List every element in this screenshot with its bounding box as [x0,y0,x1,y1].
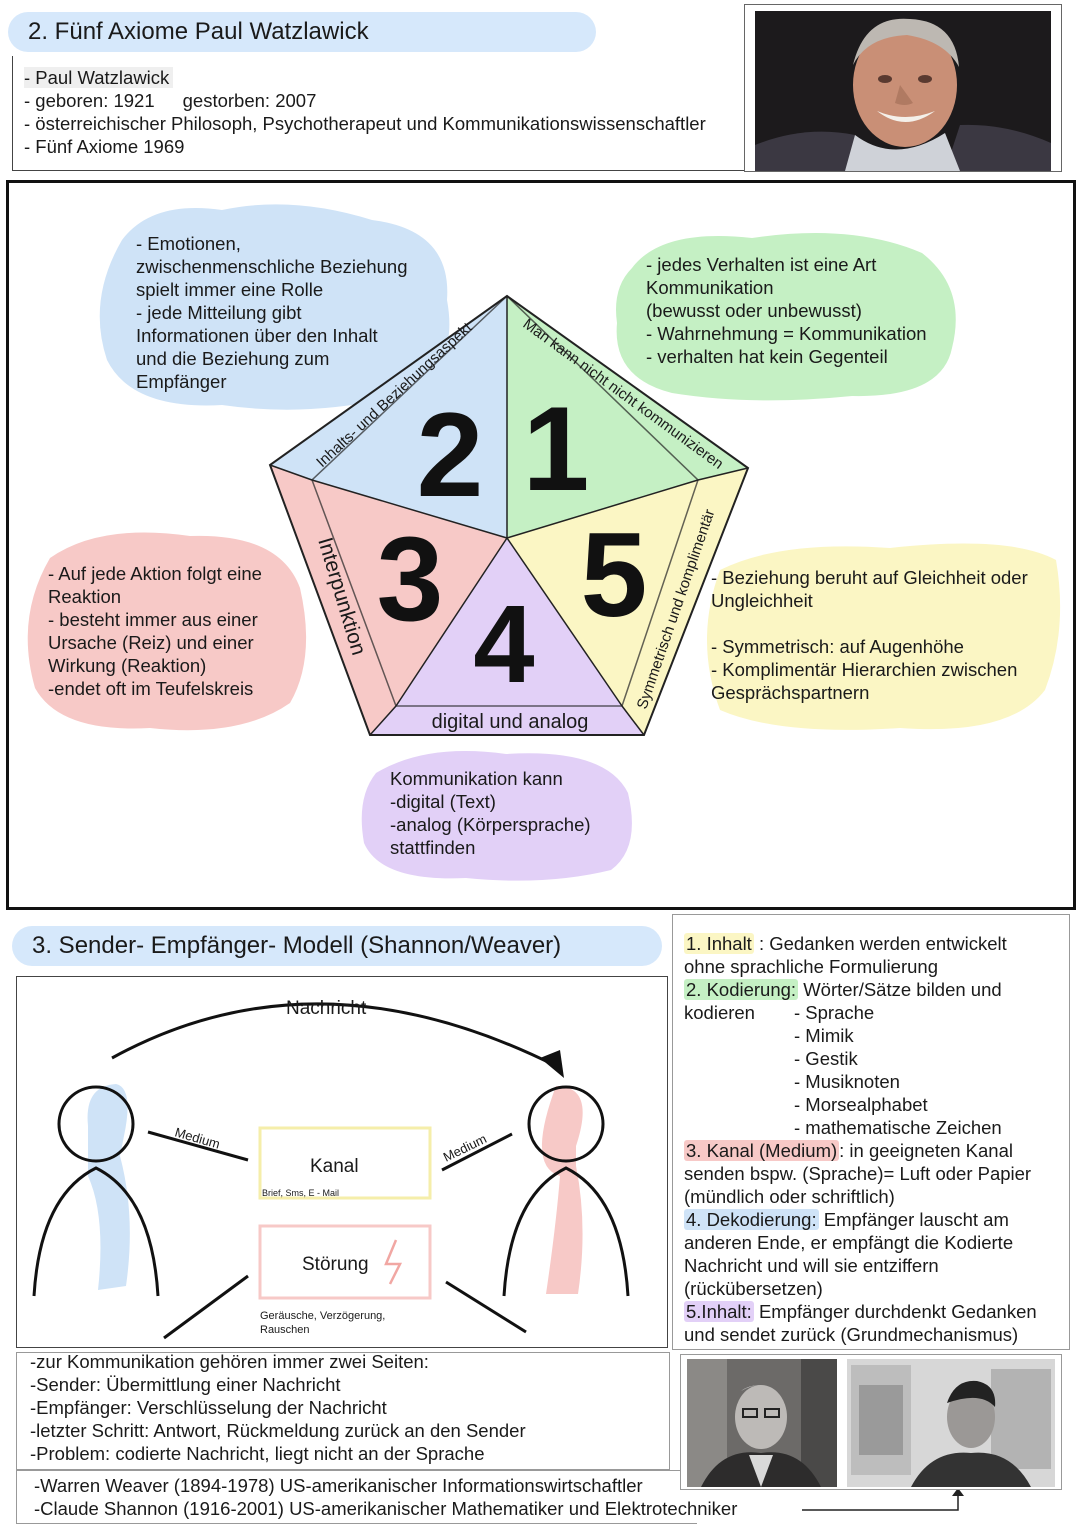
sender-figure [32,1084,160,1297]
section-3-title-text: 3. Sender- Empfänger- Modell (Shannon/We… [32,932,562,959]
pentagon-red-inner [312,480,507,706]
summary-line-3: -Empfänger: Verschlüsselung der Nachrich… [30,1397,387,1418]
summary-text: -zur Kommunikation gehören immer zwei Se… [30,1350,526,1465]
noise-line-right [445,1280,527,1334]
pentagon-purple-band [370,706,644,735]
axiom-number-2: 2 [417,388,484,522]
step-4-line-b: anderen Ende, er empfängt die Kodierte [684,1232,1014,1253]
step-3-line-a: 3. Kanal (Medium): in geeigneten Kanal [684,1140,1013,1161]
edge-label-digital-analog: digital und analog [432,711,589,733]
lightning-icon [384,1239,403,1285]
note-blue: - Emotionen, zwischenmenschliche Beziehu… [92,200,462,414]
note-purple: Kommunikation kann -digital (Text) -anal… [356,748,638,882]
medium-line-right [441,1132,513,1172]
coding-item-gestik: - Gestik [794,1048,858,1069]
step-2-line-b: kodieren - Sprache [684,1002,875,1023]
pentagon-purple-sector [396,538,622,706]
message-arrow [111,1002,557,1068]
bio-line-name: - Paul Watzlawick [24,66,706,89]
noise-examples-2: Rauschen [260,1324,310,1336]
step-5-line-b: und sendet zurück (Grundmechanismus) [684,1324,1019,1345]
note-red: - Auf jede Aktion folgt eine Reaktion - … [20,528,310,736]
summary-line-5: -Problem: codierte Nachricht, liegt nich… [30,1443,485,1464]
coding-item-math: - mathematische Zeichen [794,1117,1002,1138]
pentagon-blue-sector [270,296,507,538]
message-label: Nachricht [286,998,367,1019]
pentagon-yellow-inner [507,480,698,706]
step-1-line-a: 1. Inhalt : Gedanken werden entwickelt [684,933,1007,954]
pentagon-yellow-sector [622,468,748,735]
step-3-line-c: (mündlich oder schriftlich) [684,1186,895,1207]
axioms-pentagon: Inhalts- und Beziehungsaspekt Man kann n… [268,294,750,736]
steps-text: 1. Inhalt : Gedanken werden entwickelt o… [684,932,1037,1346]
authors-text: -Warren Weaver (1894-1978) US-amerikanis… [34,1474,737,1520]
weaver-shannon-portraits [687,1359,1055,1487]
axiom-number-5: 5 [581,508,648,642]
summary-line-2: -Sender: Übermittlung einer Nachricht [30,1374,341,1395]
shannon-pointer-arrow [802,1488,964,1511]
axiom-number-4: 4 [473,583,534,706]
step-2-line-a: 2. Kodierung: Wörter/Sätze bilden und [684,979,1002,1000]
noise-label: Störung [302,1254,369,1275]
watzlawick-portrait-image [755,11,1051,171]
step-4-line-d: (rückübersetzen) [684,1278,823,1299]
medium-label-left: Medium [173,1124,222,1151]
noise-examples-1: Geräusche, Verzögerung, [260,1310,385,1322]
summary-box [16,1352,670,1470]
channel-examples: Brief, Sms, E - Mail [262,1188,339,1198]
noise-line-left [163,1274,249,1340]
channel-label: Kanal [310,1156,359,1177]
step-5-line-a: 5.Inhalt: Empfänger durchdenkt Gedanken [684,1301,1037,1322]
message-arrow-head [540,1050,564,1078]
noise-box [258,1224,432,1300]
note-green: - jedes Verhalten ist eine Art Kommunika… [612,228,962,404]
receiver-figure [502,1085,630,1297]
section-2-title-text: 2. Fünf Axiome Paul Watzlawick [28,18,369,45]
step-4-line-a: 4. Dekodierung: Empfänger lauscht am [684,1209,1009,1230]
author-weaver: -Warren Weaver (1894-1978) US-amerikanis… [34,1475,643,1496]
summary-line-4: -letzter Schritt: Antwort, Rückmeldung z… [30,1420,526,1441]
author-shannon: -Claude Shannon (1916-2001) US-amerikani… [34,1498,738,1519]
sender-receiver-drawing: Nachricht Medium Medium Kanal Brief, Sms… [32,998,630,1340]
axiom-number-1: 1 [523,382,590,516]
axiom-number-3: 3 [377,512,444,646]
coding-item-musiknoten: - Musiknoten [794,1071,900,1092]
coding-item-morse: - Morsealphabet [794,1094,928,1115]
section-3-title: 3. Sender- Empfänger- Modell (Shannon/We… [12,926,662,966]
step-1-line-b: ohne sprachliche Formulierung [684,956,938,977]
channel-box [258,1126,432,1200]
step-3-line-b: senden bspw. (Sprache)= Luft oder Papier [684,1163,1032,1184]
section-2-title: 2. Fünf Axiome Paul Watzlawick [8,12,596,52]
note-yellow: - Beziehung beruht auf Gleichheit oder U… [700,540,1064,736]
authors-box [16,1470,697,1524]
bio-line-profession: - österreichischer Philosoph, Psychother… [24,113,706,134]
pentagon-green-sector [507,296,748,538]
watzlawick-photo [744,4,1062,172]
summary-line-1: -zur Kommunikation gehören immer zwei Se… [30,1351,429,1372]
coding-item-mimik: - Mimik [794,1025,854,1046]
step-4-line-c: Nachricht und will sie entziffern [684,1255,939,1276]
pentagon-red-sector [270,465,396,735]
medium-line-left [147,1130,249,1162]
weaver-shannon-photos [680,1354,1062,1490]
bio-line-axioms: - Fünf Axiome 1969 [24,136,185,157]
